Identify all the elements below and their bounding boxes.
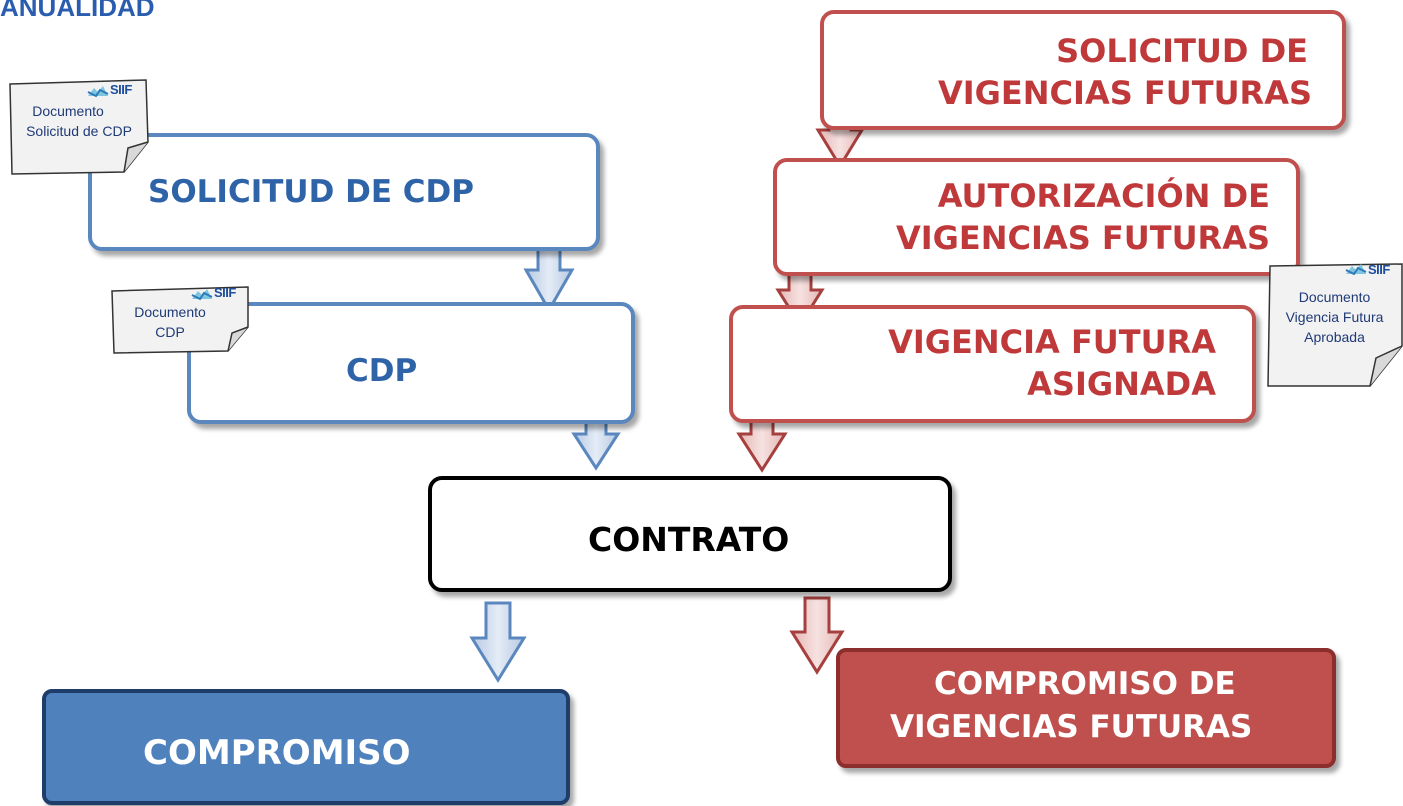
document-solicitud-cdp-icon: SIIF Documento Solicitud de CDP (8, 78, 150, 176)
compromiso-vf-box: COMPROMISO DE VIGENCIAS FUTURAS (836, 648, 1336, 768)
autorizacion-vf-line2: VIGENCIAS FUTURAS (895, 219, 1270, 257)
doc-line-3: Aprobada (1304, 329, 1365, 345)
solicitud-cdp-label: SOLICITUD DE CDP (148, 174, 474, 210)
compromiso-vf-line2: VIGENCIAS FUTURAS (890, 709, 1253, 745)
arrow-contrato-to-compromiso-vf (789, 596, 845, 675)
solicitud-vf-line1: SOLICITUD DE (1056, 32, 1308, 70)
compromiso-vf-line1: COMPROMISO DE (934, 666, 1236, 702)
vf-asignada-line2: ASIGNADA (1027, 365, 1216, 403)
document-vigencia-futura-icon: SIIF Documento Vigencia Futura Aprobada (1266, 262, 1403, 388)
autorizacion-vf-line1: AUTORIZACIÓN DE (937, 177, 1270, 215)
arrow-contrato-to-compromiso (469, 601, 527, 683)
document-cdp-icon: SIIF Documento CDP (110, 285, 252, 355)
doc-line-1: Documento (1298, 289, 1371, 305)
doc-line-2: Vigencia Futura (1285, 309, 1384, 325)
contrato-label: CONTRATO (588, 520, 790, 559)
autorizacion-vf-box: AUTORIZACIÓN DE VIGENCIAS FUTURAS (773, 158, 1300, 276)
doc-line-1: Documento (134, 304, 206, 320)
contrato-box: CONTRATO (428, 476, 952, 592)
solicitud-vf-line2: VIGENCIAS FUTURAS (937, 74, 1312, 112)
page-title: ANUALIDAD (0, 0, 155, 22)
doc-line-1: Documento (32, 103, 104, 119)
compromiso-label: COMPROMISO (143, 733, 411, 773)
doc-line-2: CDP (155, 324, 185, 340)
cdp-box: CDP (187, 302, 635, 424)
siif-logo: SIIF (1368, 262, 1390, 277)
solicitud-vf-box: SOLICITUD DE VIGENCIAS FUTURAS (820, 10, 1346, 130)
siif-logo: SIIF (214, 285, 236, 300)
compromiso-box: COMPROMISO (42, 689, 570, 805)
solicitud-cdp-box: SOLICITUD DE CDP (88, 133, 600, 251)
vf-asignada-line1: VIGENCIA FUTURA (888, 323, 1216, 361)
siif-logo: SIIF (110, 82, 132, 97)
vf-asignada-box: VIGENCIA FUTURA ASIGNADA (729, 305, 1256, 423)
cdp-label: CDP (346, 353, 418, 389)
doc-line-2: Solicitud de CDP (26, 123, 132, 139)
